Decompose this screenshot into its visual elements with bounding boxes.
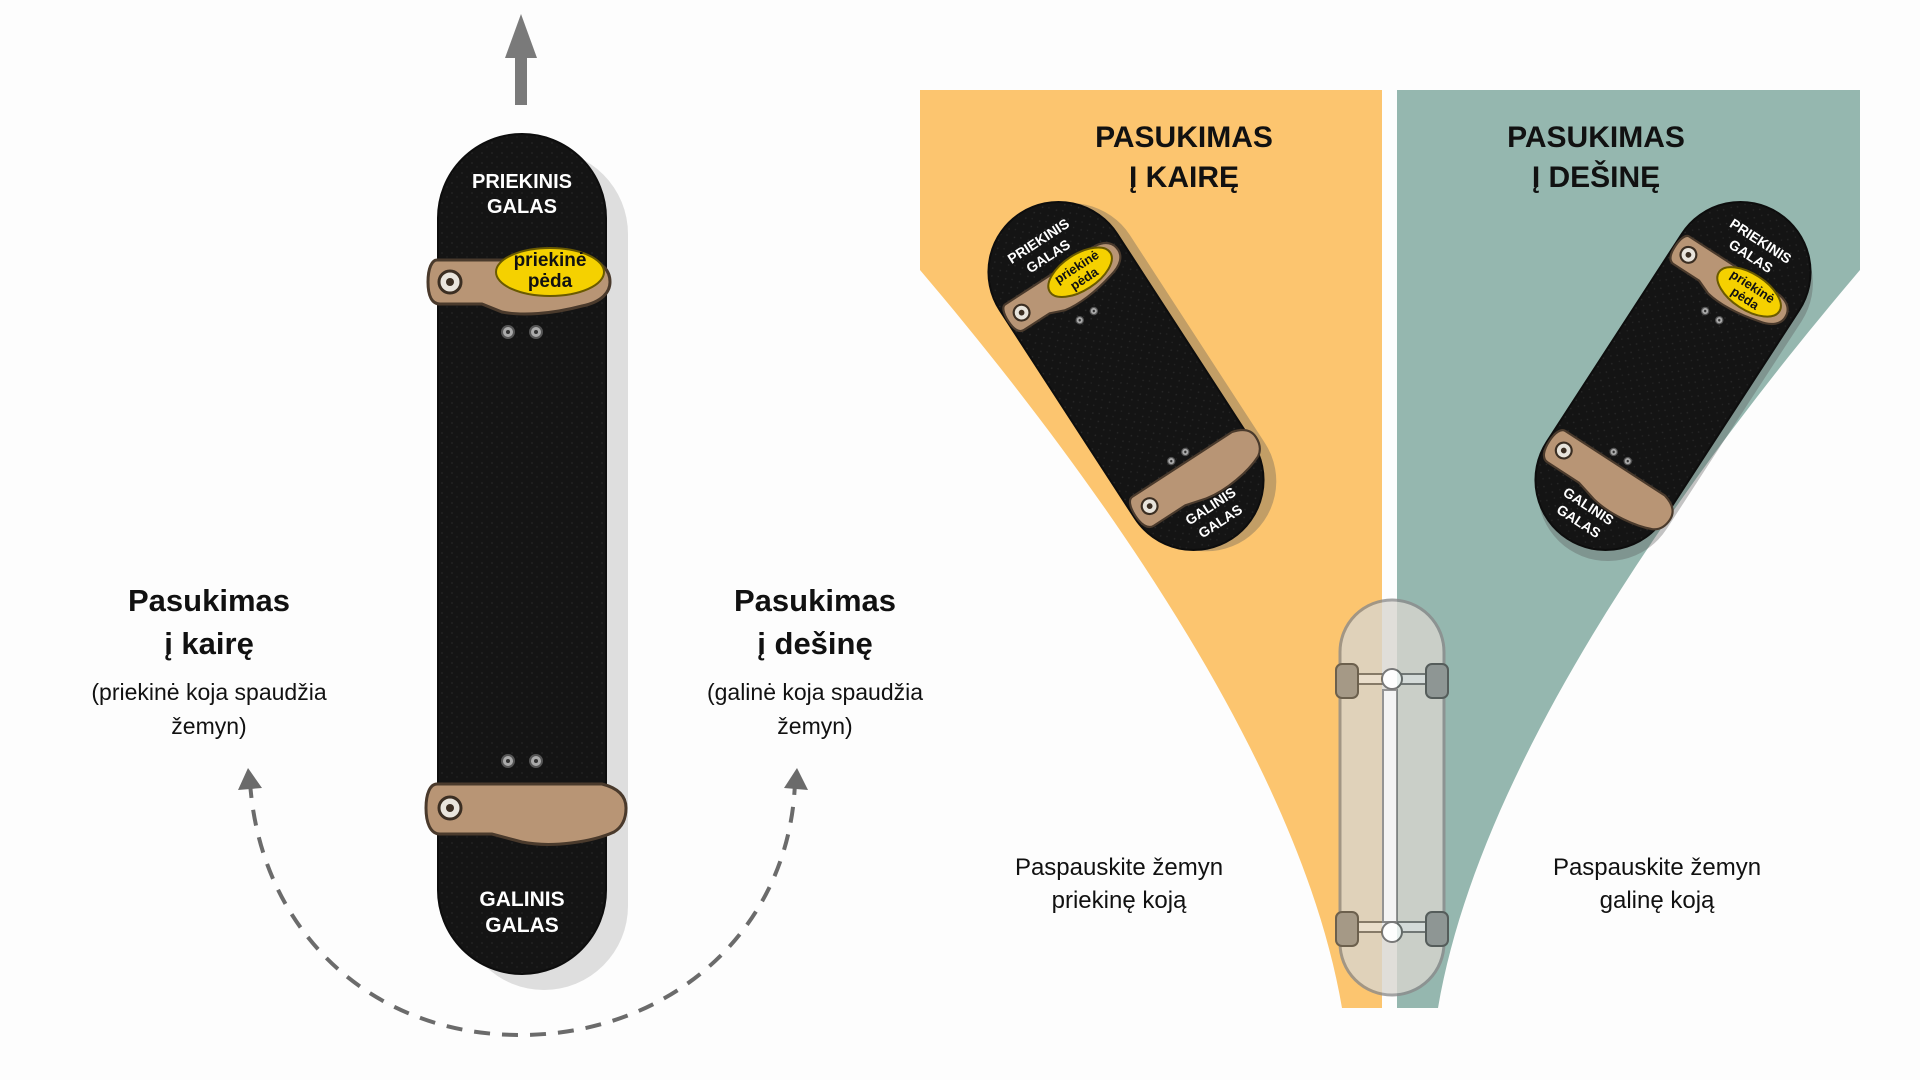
right-turn-heading-2: Į DEŠINĘ: [1532, 160, 1660, 194]
svg-text:į dešinę: į dešinę: [757, 626, 872, 661]
right-turn-label: Pasukimas į dešinę (galinė koja spaudžia…: [707, 583, 923, 739]
left-turn-label: Pasukimas į kairę (priekinė koja spaudži…: [91, 583, 326, 739]
svg-text:(priekinė koja spaudžia: (priekinė koja spaudžia: [91, 679, 326, 705]
left-turn-instruction: Paspauskite žemyn: [1015, 854, 1223, 881]
main-skateboard: PRIEKINIS GALAS priekinė pėda GALINIS GA…: [424, 133, 628, 990]
svg-text:pėda: pėda: [528, 271, 573, 292]
left-turn-instruction-2: priekinę koją: [1052, 887, 1187, 914]
right-turn-heading: PASUKIMAS: [1507, 121, 1685, 154]
front-truck: [1335, 663, 1449, 699]
right-turn-instruction-2: galinę koją: [1600, 887, 1715, 914]
forward-arrow-icon: [505, 14, 537, 105]
board-underside: [1335, 598, 1449, 997]
front-foot-label: priekinė pėda: [495, 247, 605, 297]
right-turn-instruction: Paspauskite žemyn: [1553, 854, 1761, 881]
left-panel: PRIEKINIS GALAS priekinė pėda GALINIS GA…: [91, 14, 923, 1038]
svg-text:žemyn): žemyn): [171, 713, 246, 739]
back-foot: [424, 782, 628, 846]
svg-text:(galinė koja spaudžia: (galinė koja spaudžia: [707, 679, 923, 705]
svg-text:Pasukimas: Pasukimas: [128, 583, 290, 618]
rear-truck: [1335, 911, 1449, 947]
svg-text:žemyn): žemyn): [777, 713, 852, 739]
left-turn-heading: PASUKIMAS: [1095, 121, 1273, 154]
board-back-label-2: GALAS: [485, 914, 559, 937]
left-turn-skateboard: PRIEKINIS GALAS priekinė pėda GALINIS GA…: [987, 201, 1277, 552]
board-front-label: PRIEKINIS: [472, 171, 572, 193]
svg-text:priekinė: priekinė: [514, 250, 587, 271]
svg-text:į kairę: į kairę: [164, 626, 254, 661]
board-back-label: GALINIS: [479, 888, 564, 911]
board-front-label-2: GALAS: [487, 196, 557, 218]
arc-left-head-icon: [238, 768, 262, 790]
arc-right-head-icon: [784, 768, 808, 790]
right-panel: PASUKIMAS Į KAIRĘ PASUKIMAS Į DEŠINĘ PRI…: [920, 90, 1860, 1008]
left-turn-heading-2: Į KAIRĘ: [1129, 161, 1239, 194]
svg-text:Pasukimas: Pasukimas: [734, 583, 896, 618]
right-turn-skateboard: PRIEKINIS GALAS priekinė pėda GALINIS GA…: [1534, 201, 1813, 562]
